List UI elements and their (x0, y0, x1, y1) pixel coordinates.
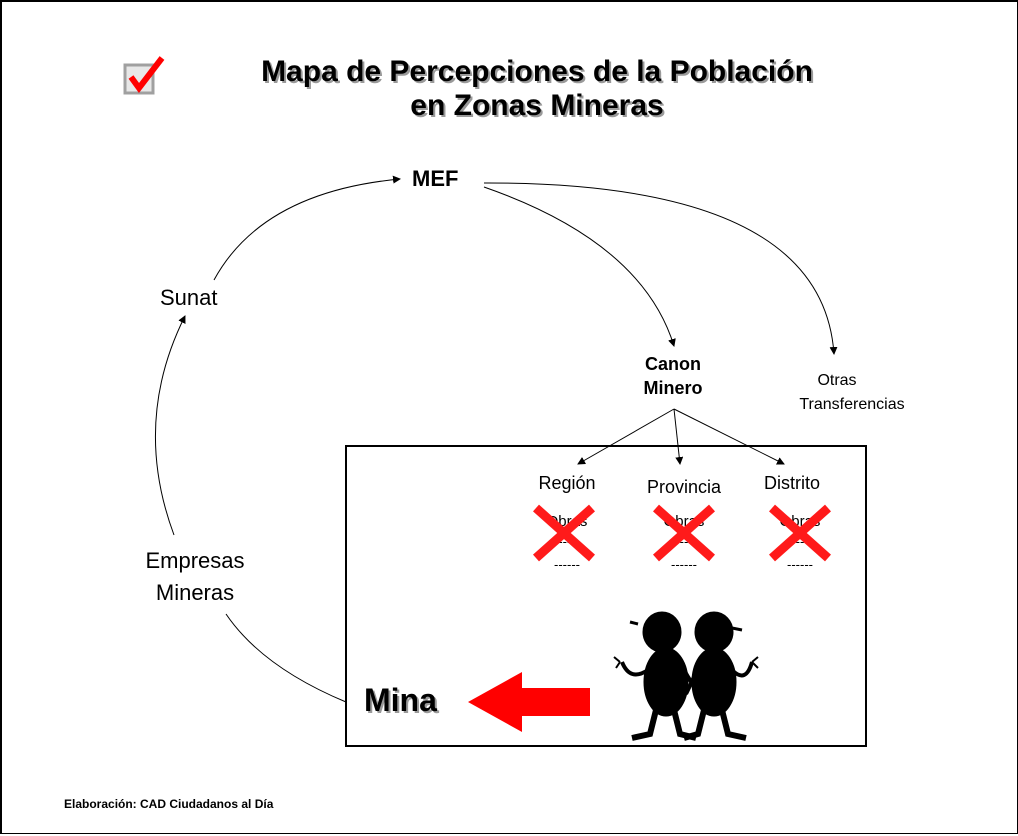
edge-mina-empresas (225, 613, 347, 703)
page-title-line2: en Zonas Mineras (410, 89, 664, 122)
node-mef: MEF (412, 166, 459, 191)
checkbox-checked-icon (123, 56, 165, 95)
edge-empresas-sunat (154, 315, 186, 536)
node-sunat: Sunat (160, 285, 218, 310)
node-canon-line1: Canon (645, 354, 701, 374)
edge-canon-provincia (673, 408, 684, 465)
red-cross-icon (653, 504, 715, 562)
red-cross-icon (769, 504, 831, 562)
edge-canon-distrito (673, 408, 785, 465)
edge-mef-canon (483, 186, 676, 347)
node-mina: Mina (364, 682, 437, 718)
level-provincia: Provincia (646, 477, 722, 497)
left-arrow-icon (468, 672, 590, 732)
people-silhouette-icon (613, 611, 759, 741)
node-empresas-line2: Mineras (155, 580, 235, 605)
node-canon-line2: Minero (643, 378, 703, 398)
level-region: Región (538, 473, 596, 493)
node-otras-line2: Transferencias (799, 396, 905, 413)
region-box (345, 445, 867, 747)
level-distrito: Distrito (763, 473, 820, 493)
level-provincia-dashes2: ------ (671, 557, 697, 572)
red-cross-icon (533, 504, 595, 562)
node-empresas-line1: Empresas (145, 548, 245, 573)
edge-mef-otras (483, 182, 838, 355)
level-region-dashes2: ------ (554, 557, 580, 572)
node-otras-line1: Otras (817, 372, 857, 389)
footer-note: Elaboración: CAD Ciudadanos al Día (64, 797, 274, 811)
edge-canon-region (577, 408, 675, 465)
level-distrito-dashes2: ------ (787, 557, 813, 572)
page-title-line1: Mapa de Percepciones de la Población (261, 55, 813, 88)
edge-sunat-mef (213, 175, 401, 281)
